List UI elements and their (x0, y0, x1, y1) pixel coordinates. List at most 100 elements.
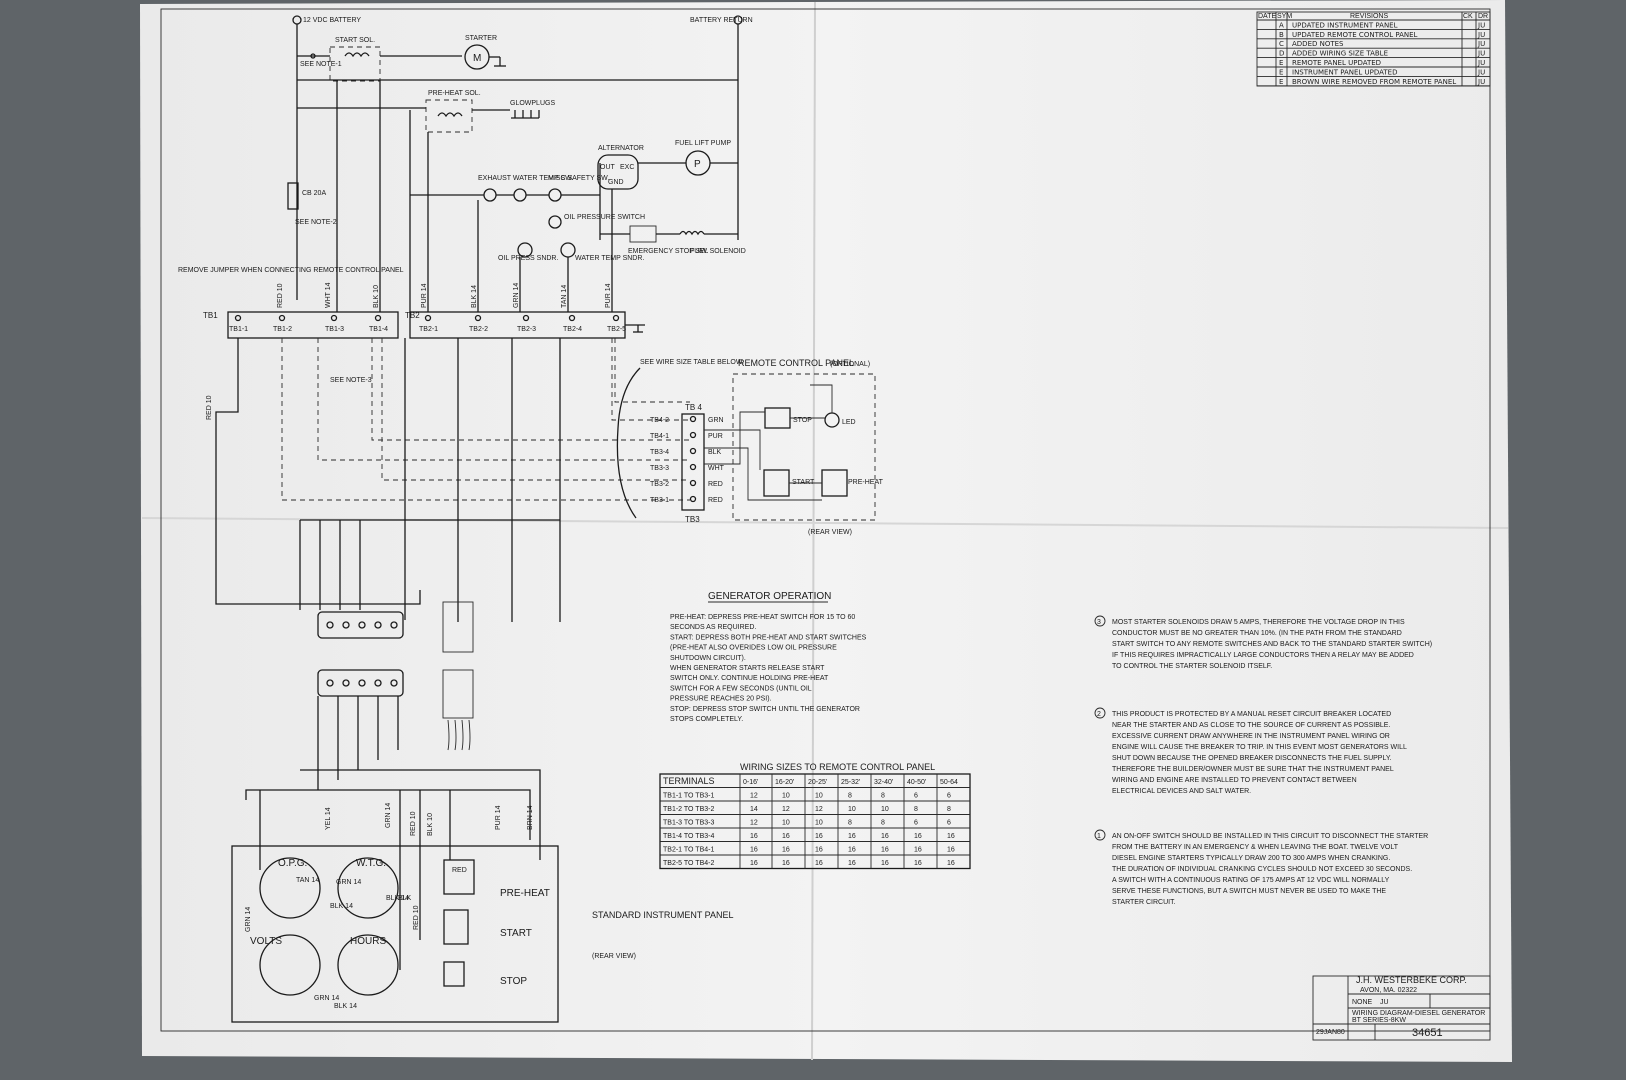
panel-stop-label: STOP (500, 976, 527, 987)
wire-table-gauge: 16 (914, 860, 922, 867)
drawing-title-2: BT SERIES-8KW (1352, 1017, 1406, 1024)
plug-pin (342, 679, 350, 687)
wire-label: BLK 10 (373, 285, 380, 308)
preheat-solenoid-box (425, 99, 473, 133)
oil-pressure-gauge (259, 857, 321, 919)
volts-label: VOLTS (250, 936, 282, 947)
preheat-solenoid-label: PRE-HEAT SOL. (428, 90, 481, 97)
rev-text: BROWN WIRE REMOVED FROM REMOTE PANEL (1292, 78, 1456, 86)
note-line: SERVE THESE FUNCTIONS, BUT A SWITCH MUST… (1112, 888, 1386, 895)
rev-text: INSTRUMENT PANEL UPDATED (1292, 68, 1398, 76)
rev-sym: E (1279, 68, 1283, 76)
terminal-label: TB2-4 (563, 326, 582, 333)
wire-table-header: 50-64 (940, 779, 958, 786)
exhaust-water-temp-label: EXHAUST WATER TEMP SW. (478, 175, 573, 182)
wire-table-gauge: 14 (750, 806, 758, 813)
operation-line: PRESSURE REACHES 20 PSI). (670, 696, 772, 703)
alternator-box (597, 154, 639, 190)
panel-preheat-label: PRE-HEAT (500, 888, 550, 899)
note-line: THEREFORE THE BUILDER/OWNER MUST BE SURE… (1112, 766, 1394, 773)
battery-return-label: BATTERY RETURN (690, 17, 753, 24)
wire-table-title: WIRING SIZES TO REMOTE CONTROL PANEL (740, 762, 935, 772)
start-solenoid-label: START SOL. (335, 37, 375, 44)
wire-table-gauge: 16 (914, 833, 922, 840)
note-line: THIS PRODUCT IS PROTECTED BY A MANUAL RE… (1112, 711, 1391, 718)
paper-sheet (140, 0, 1512, 1062)
note-line: FROM THE BATTERY IN AN EMERGENCY & WHEN … (1112, 844, 1399, 851)
tb2-label: TB2 (405, 311, 420, 320)
panel-blk-label: BLK (398, 895, 412, 902)
wire-table-gauge: 6 (947, 820, 951, 827)
panel-wire-label: GRN 14 (385, 803, 392, 828)
remote-terminal-label: TB3-1 (650, 497, 669, 504)
rev-drawn: JU (1477, 68, 1485, 76)
remote-panel-title: REMOTE CONTROL PANEL (738, 358, 854, 368)
note-number: 3 (1097, 619, 1101, 626)
plug-side-view-icon-2 (442, 669, 474, 719)
remote-tb3-label: TB3 (685, 515, 700, 524)
plug-pin (374, 621, 382, 629)
instrument-panel-outline (231, 845, 559, 1023)
oil-pressure-switch-label: OIL PRESSURE SWITCH (564, 214, 645, 221)
plug-pin (374, 679, 382, 687)
alternator-exc-label: EXC (620, 164, 634, 171)
svg-text:M: M (473, 53, 481, 64)
note-line: WIRING AND ENGINE ARE INSTALLED TO PREVE… (1112, 777, 1357, 784)
remote-wire-color: RED (708, 481, 723, 488)
wire-table-header: TERMINALS (663, 776, 715, 786)
water-temp-sender-label: WATER TEMP SNDR. (575, 255, 644, 262)
rev-header-revisions: REVISIONS (1350, 13, 1388, 20)
wire-table-gauge: 8 (914, 806, 918, 813)
wire-table-gauge: 12 (782, 806, 790, 813)
opg-label: O.P.G. (278, 858, 307, 869)
wire-table-gauge: 16 (914, 847, 922, 854)
wire-table-gauge: 10 (848, 806, 856, 813)
oil-pressure-sender-label: OIL PRESS SNDR. (498, 255, 558, 262)
panel-wire-label: YEL 14 (325, 807, 332, 830)
alternator-out-label: OUT (600, 164, 616, 171)
fold-vertical (811, 1, 816, 1061)
harness-plug-male (317, 669, 404, 697)
wire-table-gauge: 16 (881, 833, 889, 840)
drawing-border (160, 8, 1491, 1032)
rev-text: ADDED WIRING SIZE TABLE (1292, 50, 1388, 58)
wire-table-gauge: 8 (848, 793, 852, 800)
start-switch-icon (443, 909, 469, 945)
misc-safety-label: MISC SAFETY SW. (548, 175, 609, 182)
terminal-label: TB1-3 (325, 326, 344, 333)
volts-gauge (259, 934, 321, 996)
start-solenoid-coil-icon (344, 52, 370, 58)
remote-terminal-label: TB3-3 (650, 465, 669, 472)
company-name: J.H. WESTERBEKE CORP. (1356, 975, 1467, 985)
rev-header-dr: DR (1478, 13, 1488, 20)
rev-sym: B (1279, 31, 1284, 39)
remote-led-label: LED (842, 419, 856, 426)
plug-side-view-icon (442, 601, 474, 653)
wire-table-gauge: 16 (881, 860, 889, 867)
start-solenoid-box (329, 46, 381, 82)
wire-table-header: 0-16' (743, 779, 758, 786)
plug-pin (342, 621, 350, 629)
panel-wire-label: RED 10 (410, 811, 417, 836)
standard-instrument-panel-diagram: O.P.G. W.T.G. VOLTS HOURS PRE-HEAT START… (231, 696, 734, 1023)
panel-wire-label: PUR 14 (495, 805, 502, 830)
wire-label: TAN 14 (561, 285, 568, 308)
wire-table-header: 40-50' (907, 779, 926, 786)
wire-table-gauge: 12 (750, 793, 758, 800)
title-block: J.H. WESTERBEKE CORP. AVON, MA. 02322 NO… (1312, 975, 1491, 1041)
operation-line: STOP: DEPRESS STOP SWITCH UNTIL THE GENE… (670, 706, 860, 713)
wire-table-terminal: TB1-1 TO TB3-1 (663, 793, 714, 800)
operation-title: GENERATOR OPERATION (708, 591, 831, 602)
operation-line: WHEN GENERATOR STARTS RELEASE START (670, 665, 825, 672)
note-line: AN ON-OFF SWITCH SHOULD BE INSTALLED IN … (1112, 833, 1428, 840)
note-line: TO CONTROL THE STARTER SOLENOID ITSELF. (1112, 663, 1272, 670)
stop-switch-icon (443, 961, 465, 987)
see-note-3-label: SEE NOTE-3 (330, 377, 372, 384)
rev-sym: E (1279, 78, 1283, 86)
operation-line: START: DEPRESS BOTH PRE-HEAT AND START S… (670, 634, 867, 641)
rev-text: UPDATED INSTRUMENT PANEL (1292, 21, 1398, 29)
plug-pin (326, 679, 334, 687)
wire-table-gauge: 10 (815, 820, 823, 827)
terminal-label: TB2-5 (607, 326, 626, 333)
